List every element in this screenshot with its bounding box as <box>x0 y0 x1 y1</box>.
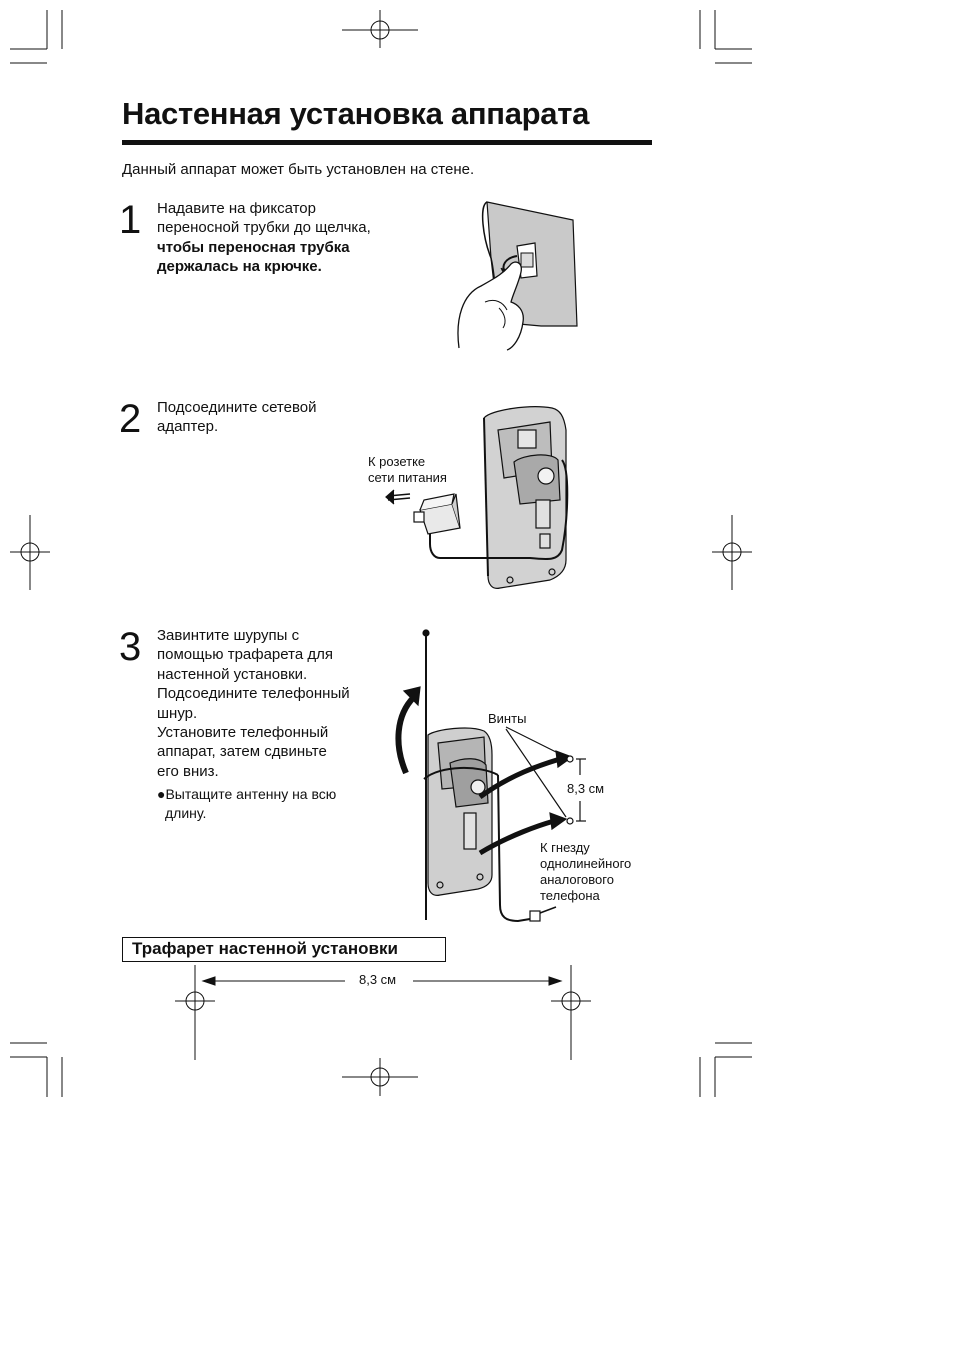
step-3-number: 3 <box>119 625 141 669</box>
step-1-bold-line: чтобы переносная трубка <box>157 238 350 256</box>
step-3-line: помощью трафарета для <box>157 646 333 664</box>
step-2-illustration <box>385 406 569 589</box>
template-distance-label: 8,3 см <box>357 972 399 988</box>
template-guide <box>175 965 591 1060</box>
template-title: Трафарет настенной установки <box>122 937 446 962</box>
screw-distance-label: 8,3 см <box>567 781 605 796</box>
step-3-line: настенной установки. <box>157 665 308 683</box>
outlet-label-line: К розетке <box>368 454 426 469</box>
step-3-line: Завинтите шурупы с <box>157 627 300 644</box>
step-2-text: Подсоедините сетевой адаптер. <box>157 398 317 437</box>
outlet-label: К розетке сети питания <box>368 454 447 486</box>
page-title: Настенная установка аппарата <box>122 96 590 131</box>
step-3-line: его вниз. <box>157 762 219 780</box>
step-3-line: Установите телефонный <box>157 724 329 742</box>
jack-label-line: аналогового <box>540 872 614 887</box>
step-1-bold-line: держалась на крючке. <box>157 258 322 276</box>
step-2-number: 2 <box>119 397 141 441</box>
step-3-note: ●Вытащите антенну на всю <box>157 786 337 803</box>
intro-text: Данный аппарат может быть установлен на … <box>122 161 475 178</box>
step-1-line: переносной трубки до щелчка, <box>157 219 371 237</box>
title-underline <box>122 140 652 145</box>
step-3-illustration <box>395 629 586 923</box>
step-1-text: Надавите на фиксатор переносной трубки д… <box>157 199 371 277</box>
jack-label-line: К гнезду <box>540 840 590 855</box>
step-1-number: 1 <box>119 198 141 242</box>
step-3-text: Завинтите шурупы с помощью трафарета для… <box>157 626 350 823</box>
jack-label: К гнезду однолинейного аналогового телеф… <box>540 840 631 904</box>
jack-label-line: однолинейного <box>540 856 632 871</box>
registration-marks <box>10 10 752 1096</box>
step-3-line: Подсоедините телефонный <box>157 685 350 703</box>
step-2-line: адаптер. <box>157 418 219 436</box>
step-1-illustration <box>457 201 578 351</box>
outlet-label-line: сети питания <box>368 470 447 485</box>
step-3-line: аппарат, затем сдвиньте <box>157 743 327 761</box>
jack-label-line: телефона <box>540 888 600 903</box>
step-2-line: Подсоедините сетевой <box>157 399 317 416</box>
step-1-line: Надавите на фиксатор <box>157 200 316 217</box>
step-3-note: длину. <box>165 805 207 822</box>
step-3-line: шнур. <box>157 704 198 722</box>
screws-label: Винты <box>488 711 527 726</box>
